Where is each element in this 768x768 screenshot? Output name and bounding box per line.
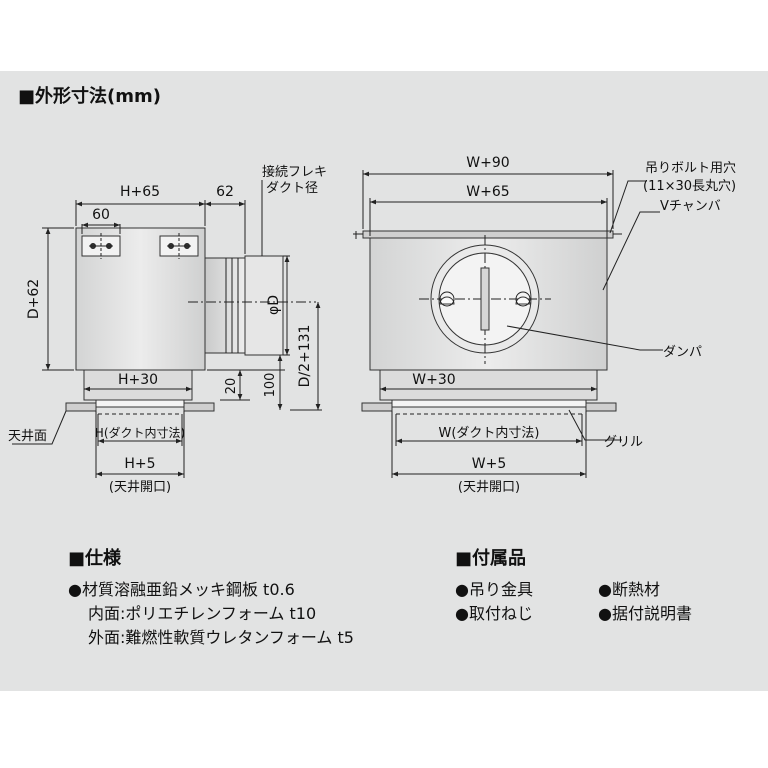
spec-outer: 外面:難燃性軟質ウレタンフォーム t5 <box>88 628 354 647</box>
side-grille-plate <box>95 399 185 408</box>
bolt-hole-label: 吊りボルト用穴 <box>645 161 736 176</box>
spec-material: ●材質溶融亜鉛メッキ鋼板 t0.6 <box>68 580 295 599</box>
v-chamber-label: Vチャンバ <box>660 199 721 214</box>
damper-label: ダンパ <box>663 345 702 360</box>
damper-plate <box>480 267 490 331</box>
accessory-hanger: ●吊り金具 <box>455 580 533 599</box>
side-duct-neck <box>204 257 246 354</box>
dim-100: 100 <box>263 373 278 398</box>
dim-w30: W+30 <box>412 372 455 388</box>
side-duct-flange <box>244 255 284 356</box>
dim-h5: H+5 <box>124 456 155 472</box>
dim-d-half: D/2+131 <box>297 325 313 388</box>
front-view-collar <box>379 369 598 401</box>
accessory-screws: ●取付ねじ <box>455 604 533 623</box>
front-hanger-flange <box>362 230 614 239</box>
ceiling-opening-right: (天井開口) <box>458 480 520 495</box>
page-title: ■外形寸法(mm) <box>18 85 161 107</box>
side-view <box>12 180 322 478</box>
dim-h65: H+65 <box>120 184 160 200</box>
grille-label: グリル <box>604 435 643 450</box>
bolt-hole-size: (11×30長丸穴) <box>643 179 736 194</box>
spec-inner: 内面:ポリエチレンフォーム t10 <box>88 604 317 623</box>
front-view <box>353 170 663 478</box>
dim-w5: W+5 <box>472 456 506 472</box>
dim-phi-d: φD <box>266 295 282 315</box>
dim-20: 20 <box>224 378 239 395</box>
dim-h30: H+30 <box>118 372 158 388</box>
duct-label-line2: ダクト径 <box>266 181 318 196</box>
dim-62: 62 <box>216 184 234 200</box>
dim-h-inner: H(ダクト内寸法) <box>95 425 185 440</box>
spec-title: ■仕様 <box>68 548 122 569</box>
ceiling-opening-left: (天井開口) <box>109 480 171 495</box>
dim-w65: W+65 <box>466 184 509 200</box>
dim-60: 60 <box>92 207 110 223</box>
side-view-collar <box>83 369 193 401</box>
accessory-insulation: ●断熱材 <box>598 580 660 599</box>
ceiling-surface-label: 天井面 <box>8 429 47 444</box>
dim-w90: W+90 <box>466 155 509 171</box>
accessories-title: ■付属品 <box>455 548 527 569</box>
duct-label-line1: 接続フレキ <box>262 164 327 180</box>
dim-w-inner: W(ダクト内寸法) <box>439 425 540 441</box>
accessory-manual: ●据付説明書 <box>598 604 692 623</box>
side-ceiling-right <box>183 402 215 412</box>
dim-d62: D+62 <box>26 279 42 319</box>
side-ceiling-left <box>65 402 97 412</box>
